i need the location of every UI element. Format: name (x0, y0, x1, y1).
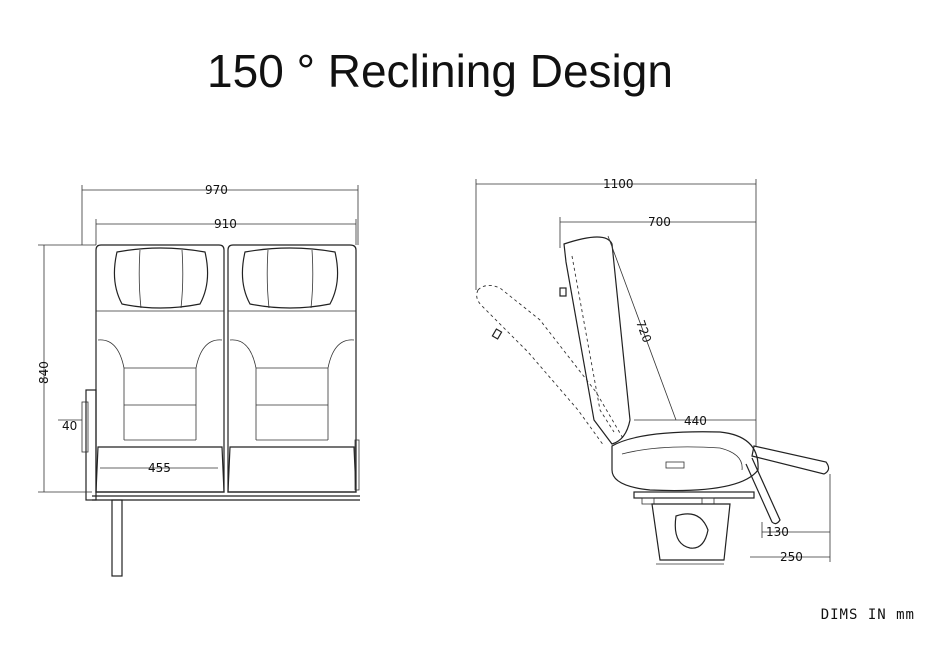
page-title: 150 ° Reclining Design (207, 45, 673, 97)
dim-cushion-width: 455 (148, 461, 171, 475)
dim-backrest-length: 720 (633, 318, 654, 344)
dim-height: 840 (37, 361, 51, 384)
dim-armrest-offset: 40 (62, 419, 77, 433)
dim-cushion-depth: 440 (684, 414, 707, 428)
front-view (81, 244, 360, 577)
front-dimensions: 970 910 840 40 455 (37, 183, 359, 493)
dim-overall-width: 970 (205, 183, 228, 197)
dim-footrest-offset: 130 (766, 525, 789, 539)
dim-overall-depth: 1100 (603, 177, 634, 191)
units-note: DIMS IN mm (820, 607, 915, 623)
dim-seat-width: 910 (214, 217, 237, 231)
side-dimensions: 1100 700 720 440 130 250 (475, 177, 831, 564)
side-view (476, 236, 830, 565)
dim-footrest-depth: 250 (780, 550, 803, 564)
dim-seat-depth-top: 700 (648, 215, 671, 229)
